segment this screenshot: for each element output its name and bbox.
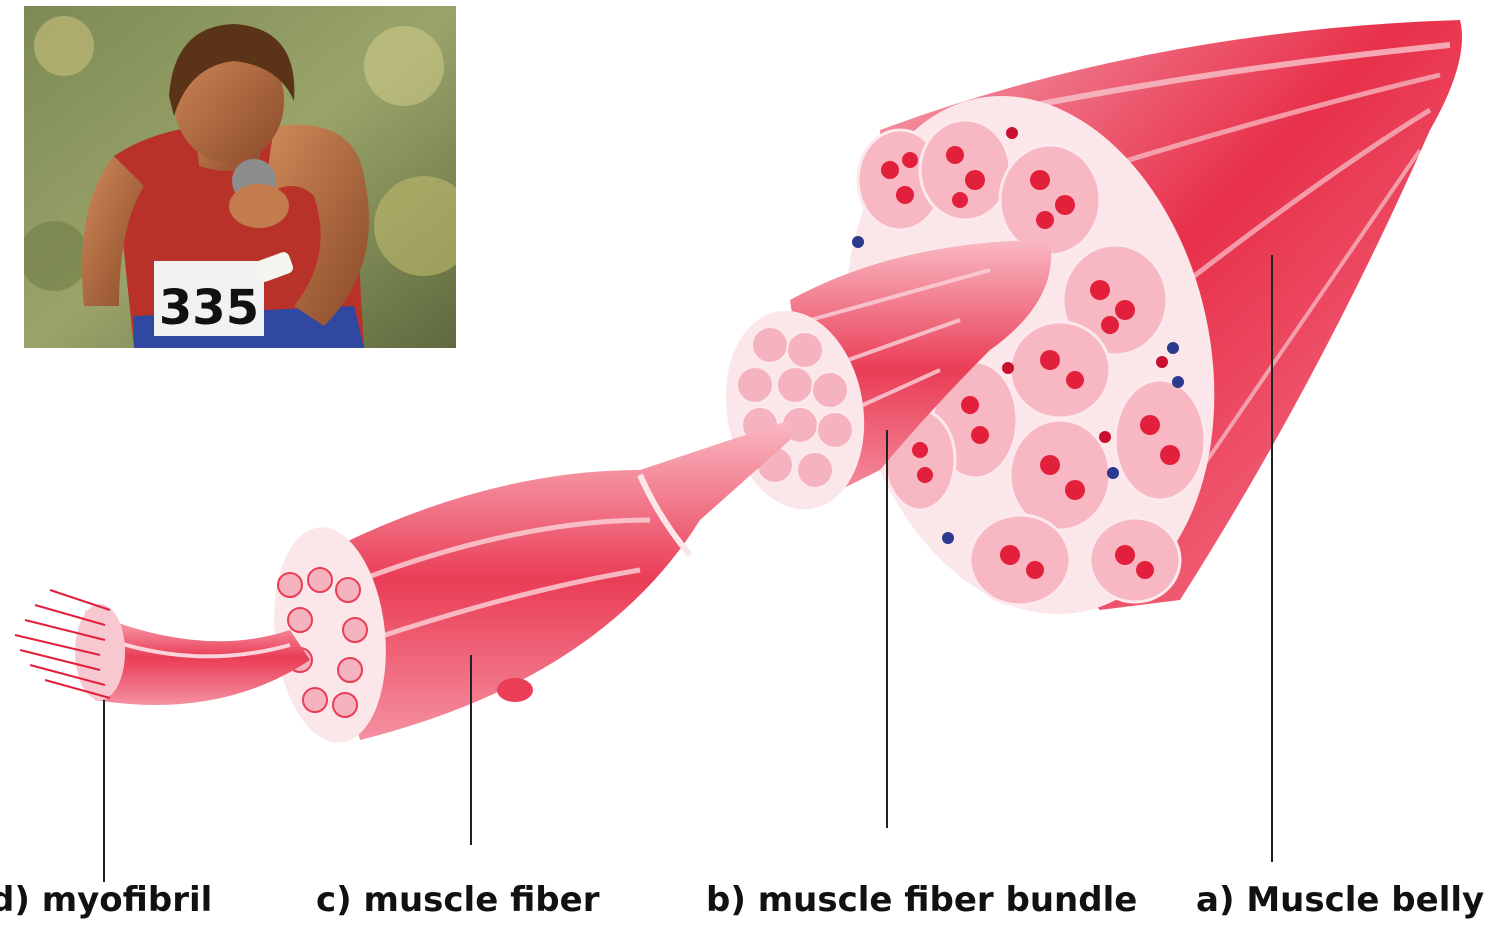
myofibril	[15, 590, 310, 705]
label-muscle-fiber: c) muscle fiber	[316, 878, 599, 922]
muscle-fiber	[264, 420, 790, 748]
label-myofibril: d) myofibril	[0, 878, 212, 922]
label-muscle-fiber-bundle: b) muscle fiber bundle	[706, 878, 1137, 922]
label-muscle-belly: a) Muscle belly	[1196, 878, 1484, 922]
